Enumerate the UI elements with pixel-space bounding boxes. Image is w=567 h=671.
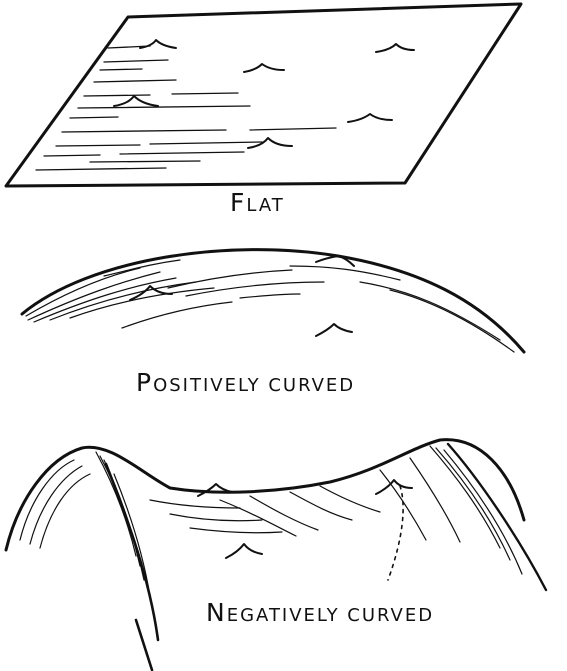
dome-outline xyxy=(22,250,524,352)
label-flat-initial: F xyxy=(230,188,246,217)
flat-plane-bumps xyxy=(114,40,414,148)
flat-plane-hatching xyxy=(36,46,336,170)
saddle-hatching xyxy=(20,446,522,596)
label-positively-curved-initial: P xyxy=(136,368,153,397)
label-negatively-curved-initial: N xyxy=(206,598,227,627)
label-positively-curved-rest: ositively curved xyxy=(153,375,355,396)
label-positively-curved: Positively curved xyxy=(136,368,355,397)
label-negatively-curved: Negatively curved xyxy=(206,598,434,627)
label-flat: Flat xyxy=(230,188,285,217)
negatively-curved-surface xyxy=(6,440,546,670)
saddle-left-edge xyxy=(136,620,152,670)
positively-curved-surface xyxy=(22,250,524,352)
saddle-dotted-line xyxy=(388,486,403,580)
saddle-top-edge xyxy=(6,440,524,550)
label-negatively-curved-rest: egatively curved xyxy=(227,605,434,626)
flat-plane-outline xyxy=(6,4,521,186)
flat-surface xyxy=(6,4,521,186)
dome-bumps xyxy=(130,256,354,336)
saddle-bumps xyxy=(198,480,412,558)
label-flat-rest: lat xyxy=(246,195,284,216)
